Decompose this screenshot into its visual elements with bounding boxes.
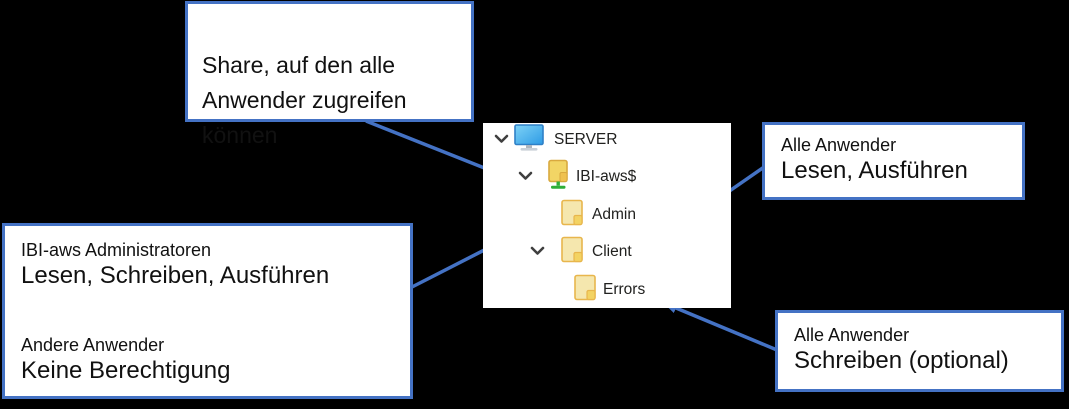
tree-row-client[interactable]: Client — [483, 235, 731, 269]
callout-read-group: Alle Anwender — [781, 135, 897, 155]
computer-icon — [514, 124, 544, 156]
callout-admins-group2: Andere Anwender — [21, 335, 165, 355]
callout-write-perm: Schreiben (optional) — [794, 347, 1009, 374]
folder-icon — [561, 236, 583, 268]
callout-read: Alle Anwender Lesen, Ausführen — [762, 122, 1025, 200]
tree-item-label[interactable]: SERVER — [554, 131, 618, 148]
chevron-down-icon[interactable] — [518, 168, 533, 186]
tree-item-label[interactable]: Admin — [592, 206, 636, 223]
callout-admins-group1: IBI-aws Administratoren — [21, 240, 212, 260]
arrow-write-to-errors — [663, 301, 778, 352]
callout-admins-perm2: Keine Berechtigung — [21, 357, 231, 384]
arrow-share-to-ibiaws — [365, 119, 498, 175]
callout-write-group: Alle Anwender — [794, 325, 910, 345]
callout-admins: IBI-aws Administratoren Lesen, Schreiben… — [2, 223, 413, 399]
tree-item-label[interactable]: Errors — [603, 281, 646, 298]
tree-row-server[interactable]: SERVER — [483, 123, 731, 157]
callout-write: Alle Anwender Schreiben (optional) — [775, 310, 1064, 392]
callout-share-text: Share, auf den alle Anwender zugreifen k… — [202, 52, 407, 148]
callout-gap — [21, 290, 394, 333]
tree-item-label[interactable]: Client — [592, 243, 632, 260]
callout-admins-perm1: Lesen, Schreiben, Ausführen — [21, 262, 330, 289]
chevron-down-icon[interactable] — [494, 131, 509, 149]
callout-read-perm: Lesen, Ausführen — [781, 157, 968, 184]
tree-row-errors[interactable]: Errors — [483, 273, 731, 307]
shared-folder-icon — [547, 159, 571, 195]
folder-icon — [561, 199, 583, 231]
folder-icon — [574, 274, 596, 306]
chevron-down-icon[interactable] — [530, 243, 545, 261]
tree-item-label[interactable]: IBI-aws$ — [576, 168, 637, 185]
explorer-tree-panel: SERVER IBI-aws$ — [483, 123, 731, 308]
tree-row-ibi-aws[interactable]: IBI-aws$ — [483, 159, 731, 195]
callout-share: Share, auf den alle Anwender zugreifen k… — [185, 1, 474, 148]
tree-row-admin[interactable]: Admin — [483, 198, 731, 232]
